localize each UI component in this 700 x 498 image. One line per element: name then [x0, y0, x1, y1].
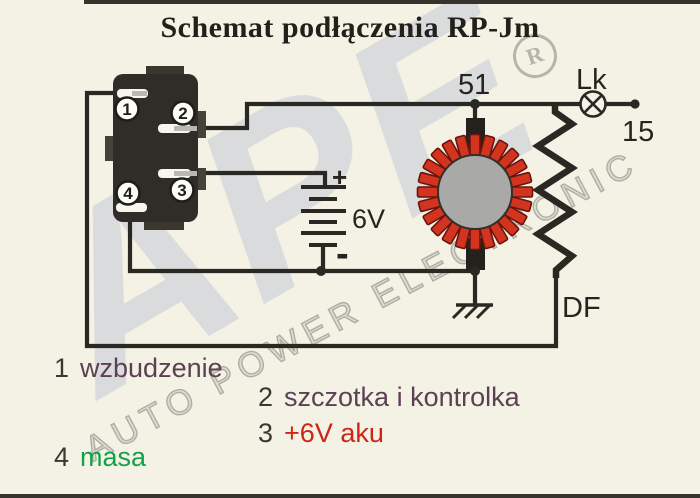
- relay-rp-jm: 1 2 3 4: [105, 66, 206, 230]
- legend-item-1: 1 wzbudzenie: [54, 353, 223, 384]
- battery-minus-label: -: [336, 233, 349, 275]
- relay-left-tab: [105, 136, 115, 161]
- label-lk: Lk: [576, 64, 607, 96]
- label-15: 15: [622, 116, 654, 148]
- field-winding: [416, 118, 534, 270]
- wires: [84, 90, 635, 349]
- relay-slot-4: [116, 203, 147, 212]
- legend-number: 4: [54, 442, 70, 472]
- legend-number: 1: [54, 353, 70, 383]
- relay-slot-3-contact: [174, 171, 197, 176]
- wire-ground-bus: [127, 211, 475, 274]
- relay-terminal-2-number: 2: [178, 104, 187, 123]
- legend-number: 2: [258, 382, 274, 412]
- battery-6v: + - 6V: [301, 162, 385, 275]
- wire-51-bus: [190, 101, 635, 131]
- battery-plus-label: +: [332, 162, 347, 192]
- legend-item-2: 2 szczotka i kontrolka: [258, 382, 520, 413]
- junction-51: [470, 99, 480, 109]
- junction-battery-minus: [316, 266, 326, 276]
- coil-segment: [511, 186, 534, 198]
- winding-core: [437, 154, 513, 230]
- relay-slot-1-contact: [132, 91, 147, 96]
- relay-slot-2-contact: [174, 126, 197, 131]
- coil-segment: [469, 228, 481, 251]
- legend-label: masa: [80, 442, 147, 472]
- relay-right-tab: [196, 168, 206, 190]
- relay-terminal-3-number: 3: [177, 181, 186, 200]
- relay-terminal-1-number: 1: [122, 100, 131, 119]
- battery-voltage-label: 6V: [352, 204, 385, 234]
- lamp-icon: [579, 90, 607, 118]
- wire-excitation-to-df: [84, 90, 559, 349]
- top-border-bar: [84, 0, 700, 4]
- wire-battery-plus: [190, 170, 328, 187]
- legend-number: 3: [258, 418, 274, 448]
- relay-right-tab: [196, 111, 206, 138]
- relay-terminal-1: [114, 96, 140, 122]
- legend-item-4: 4 masa: [54, 442, 146, 473]
- relay-terminal-4-number: 4: [123, 184, 133, 203]
- ground-hatch: [451, 303, 468, 320]
- resistor: [532, 104, 578, 278]
- legend-label: +6V aku: [284, 418, 384, 448]
- junction-ground: [470, 266, 480, 276]
- label-df: DF: [562, 292, 601, 324]
- legend-label: wzbudzenie: [80, 353, 223, 383]
- label-51: 51: [458, 69, 490, 101]
- relay-terminal-3: [169, 177, 195, 203]
- lamp-cross: [583, 94, 603, 114]
- coil-segment: [416, 186, 439, 198]
- legend-item-3: 3 +6V aku: [258, 418, 384, 449]
- legend-label: szczotka i kontrolka: [284, 382, 520, 412]
- ground-hatch: [463, 303, 480, 320]
- relay-terminal-2: [170, 100, 196, 126]
- page-title: Schemat podłączenia RP-Jm: [160, 11, 540, 44]
- relay-terminal-4: [115, 180, 141, 206]
- coil-segment: [469, 133, 481, 156]
- terminal-15-endpoint: [630, 99, 640, 109]
- ground-hatch: [475, 303, 492, 320]
- bottom-border-bar: [0, 494, 700, 498]
- ground-icon: [451, 303, 493, 320]
